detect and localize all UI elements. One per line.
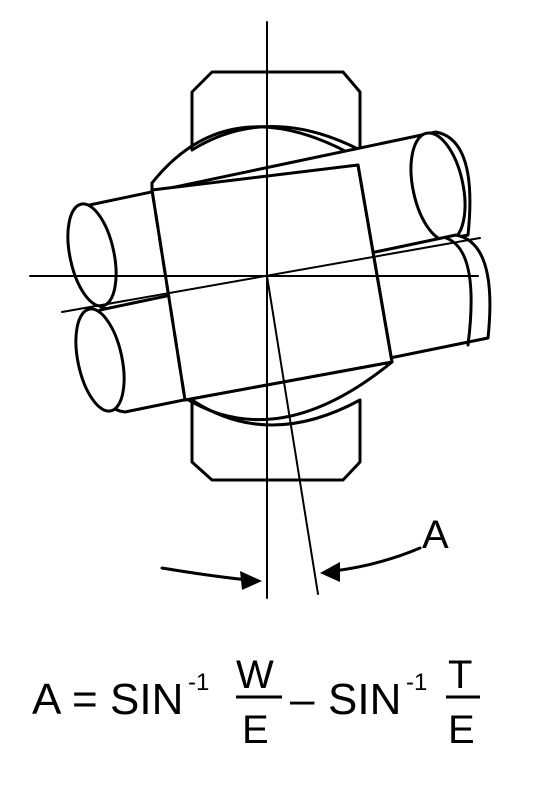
formula-superscript-1: -1 [188,669,209,696]
hidden-edge-dashed [150,189,187,401]
formula-numerator-1: W [236,653,274,697]
formula-lhs: A [32,675,62,724]
angle-indicator [160,546,422,590]
formula-func-1: SIN [110,675,183,724]
formula-func-2: SIN [328,675,401,724]
arrow-right-icon [240,571,262,590]
formula-numerator-2: T [448,653,472,697]
formula-denominator-2: E [448,708,475,752]
arrow-left-icon [320,562,340,582]
angle-label: A [422,513,449,557]
formula: A = SIN -1 W E – SIN -1 T E [32,653,480,752]
formula-superscript-2: -1 [406,669,427,696]
ball-body [150,163,394,402]
formula-equals: = [72,675,98,724]
formula-minus: – [290,675,315,724]
formula-denominator-1: E [242,708,269,752]
center-lines [29,21,481,599]
